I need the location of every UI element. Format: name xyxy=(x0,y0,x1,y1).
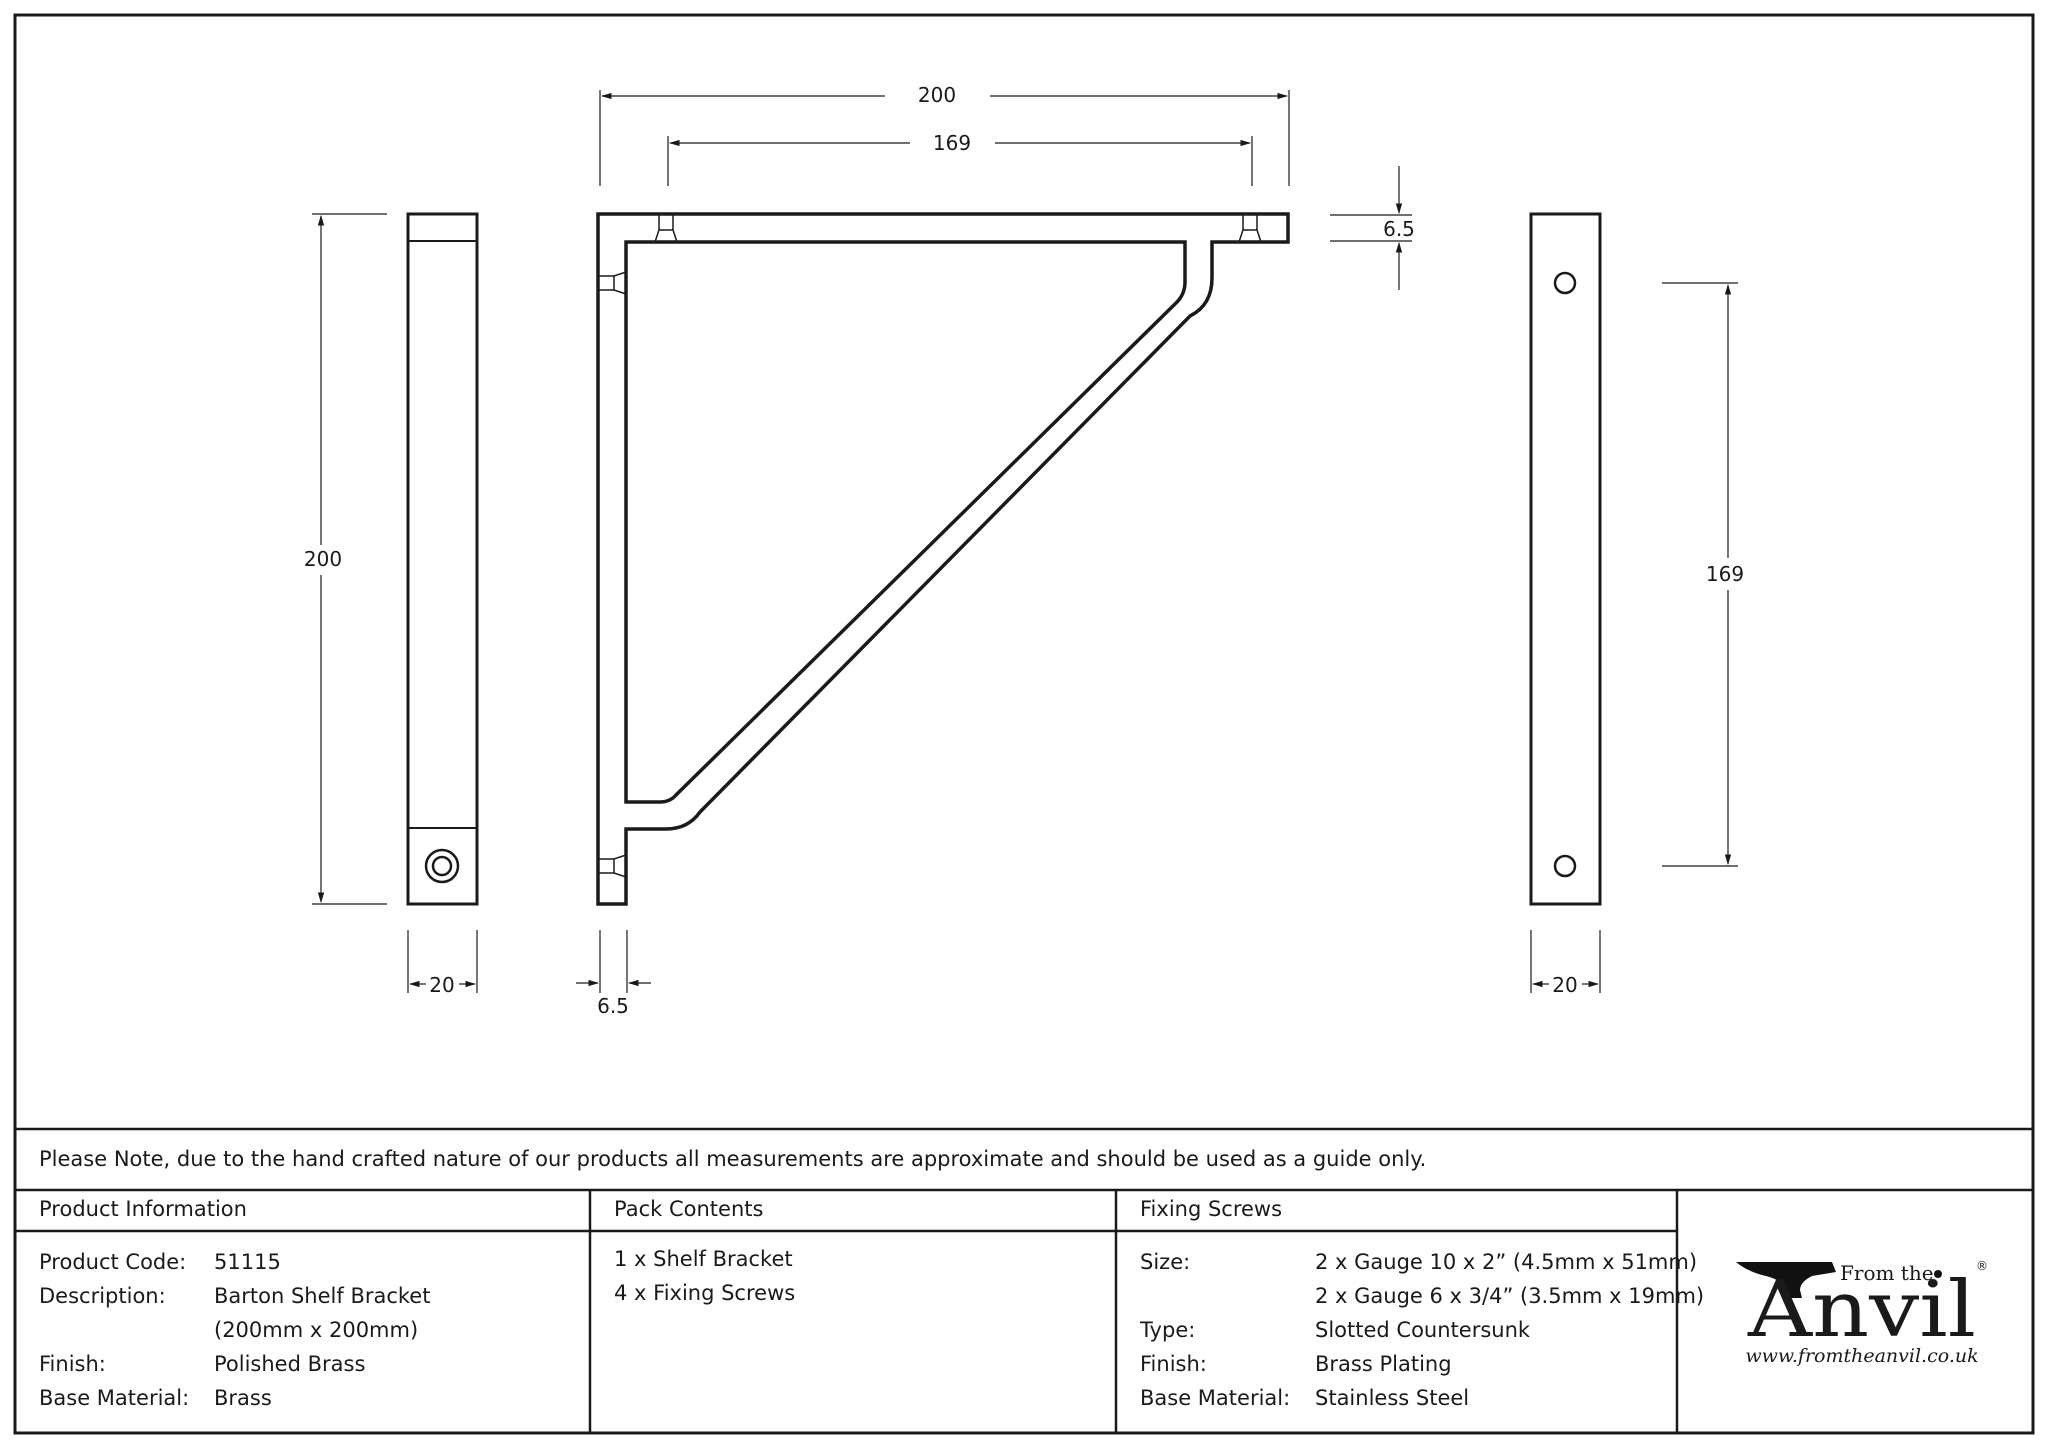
front-bottom-thickness-label: 6.5 xyxy=(597,994,629,1018)
screw-finish-value: Brass Plating xyxy=(1315,1352,1452,1376)
base-material-label: Base Material: xyxy=(39,1386,190,1410)
brand-name: Anvil xyxy=(1747,1265,1976,1355)
finish-value: Polished Brass xyxy=(214,1352,366,1376)
base-material-value: Brass xyxy=(214,1386,272,1410)
front-hole-spacing-label: 169 xyxy=(933,131,971,155)
back-hole-spacing-label: 169 xyxy=(1706,562,1744,586)
disclaimer-note: Please Note, due to the hand crafted nat… xyxy=(39,1147,1427,1171)
pack-item: 4 x Fixing Screws xyxy=(614,1281,796,1305)
fixing-screws-heading: Fixing Screws xyxy=(1140,1197,1283,1221)
side-view: 200 20 xyxy=(304,212,479,997)
brand-url: www.fromtheanvil.co.uk xyxy=(1745,1345,1978,1367)
side-height-label: 200 xyxy=(304,547,342,571)
product-code-value: 51115 xyxy=(214,1250,281,1274)
screw-base-material-label: Base Material: xyxy=(1140,1386,1291,1410)
screw-size-value-continued: 2 x Gauge 6 x 3/4” (3.5mm x 19mm) xyxy=(1315,1284,1705,1308)
product-info-heading: Product Information xyxy=(39,1197,247,1221)
product-code-label: Product Code: xyxy=(39,1250,187,1274)
front-thickness-label: 6.5 xyxy=(1383,217,1415,241)
brand-dot-icon xyxy=(1934,1270,1942,1278)
brand-logo: From the Anvil ® www.fromtheanvil.co.uk xyxy=(1736,1259,1988,1367)
brand-from-the: From the xyxy=(1840,1261,1934,1285)
anvil-icon xyxy=(1736,1262,1836,1298)
pack-item: 1 x Shelf Bracket xyxy=(614,1247,793,1271)
brand-registered-mark: ® xyxy=(1976,1259,1988,1273)
side-view-screw-outer-icon xyxy=(424,848,460,884)
finish-label: Finish: xyxy=(39,1352,106,1376)
front-width-label: 200 xyxy=(918,83,956,107)
back-view-bottom-hole-icon xyxy=(1553,854,1577,878)
sheet-border xyxy=(13,13,2035,1435)
screw-type-label: Type: xyxy=(1140,1318,1196,1342)
top-screw-hole-right-icon xyxy=(1238,214,1262,243)
screw-base-material-value: Stainless Steel xyxy=(1315,1386,1470,1410)
back-view: 169 20 xyxy=(1529,212,1744,997)
back-view-top-hole-icon xyxy=(1553,271,1577,295)
description-label: Description: xyxy=(39,1284,166,1308)
screw-finish-label: Finish: xyxy=(1140,1352,1207,1376)
screw-size-value: 2 x Gauge 10 x 2” (4.5mm x 51mm) xyxy=(1315,1250,1698,1274)
back-width-label: 20 xyxy=(1552,973,1577,997)
description-value-continued: (200mm x 200mm) xyxy=(214,1318,419,1342)
screw-size-label: Size: xyxy=(1140,1250,1191,1274)
bracket-inner-outline xyxy=(624,240,1187,804)
screw-type-value: Slotted Countersunk xyxy=(1315,1318,1531,1342)
top-screw-hole-left-icon xyxy=(654,214,678,243)
description-value: Barton Shelf Bracket xyxy=(214,1284,431,1308)
side-width-label: 20 xyxy=(429,973,454,997)
pack-contents-heading: Pack Contents xyxy=(614,1197,764,1221)
side-view-screw-inner-icon xyxy=(431,855,453,877)
bracket-outer-outline xyxy=(596,212,1290,906)
back-view-body xyxy=(1529,212,1602,906)
side-view-body xyxy=(406,212,479,906)
front-view: 200 169 6.5 6.5 xyxy=(576,83,1415,1018)
back-screw-hole-top-icon xyxy=(598,271,627,295)
back-screw-hole-bottom-icon xyxy=(598,854,627,878)
